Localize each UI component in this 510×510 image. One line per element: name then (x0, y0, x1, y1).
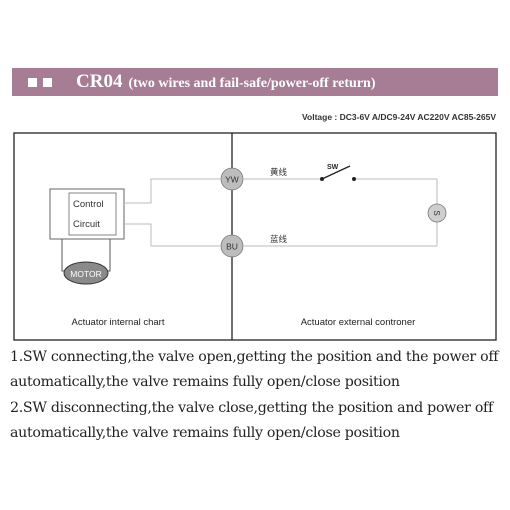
internal-caption: Actuator internal chart (72, 317, 165, 328)
bu-terminal-icon (220, 234, 244, 258)
banner-square-icon (43, 78, 52, 87)
note-line-3: 2.SW disconnecting,the valve close,getti… (10, 400, 493, 416)
banner-square-icon (28, 78, 37, 87)
note-line-1: 1.SW connecting,the valve open,getting t… (10, 349, 499, 365)
switch-label: SW (327, 164, 339, 171)
control-circuit-inner (68, 192, 117, 236)
blue-wire-label: 蓝线 (270, 234, 288, 245)
voltage-spec: Voltage : DC3-6V A/DC9-24V AC220V AC85-2… (302, 112, 496, 122)
power-source-icon (427, 203, 447, 223)
control-label: Control (73, 199, 104, 210)
banner-title: CR04 (two wires and fail-safe/power-off r… (76, 71, 375, 93)
title-banner: CR04 (two wires and fail-safe/power-off r… (12, 68, 498, 96)
bu-terminal-label: BU (226, 242, 238, 252)
switch-contact-icon (352, 177, 356, 181)
note-line-4: automatically,the valve remains fully op… (10, 425, 400, 441)
motor-label: MOTOR (70, 269, 101, 279)
external-caption: Actuator external controner (301, 317, 416, 328)
yw-terminal-label: YW (225, 175, 239, 185)
power-source-label: S (432, 210, 441, 215)
model-code: CR04 (76, 71, 123, 92)
yw-terminal-icon (220, 167, 244, 191)
model-subtitle: (two wires and fail-safe/power-off retur… (128, 76, 376, 91)
switch-lever-icon (321, 165, 351, 180)
wire-bottom-internal (124, 223, 220, 247)
diagram-frame (13, 132, 497, 341)
circuit-label: Circuit (73, 219, 100, 230)
motor-icon (63, 261, 109, 285)
wire-top-internal (124, 178, 220, 204)
note-line-2: automatically,the valve remains fully op… (10, 374, 400, 390)
yellow-wire-label: 黄线 (270, 167, 288, 178)
